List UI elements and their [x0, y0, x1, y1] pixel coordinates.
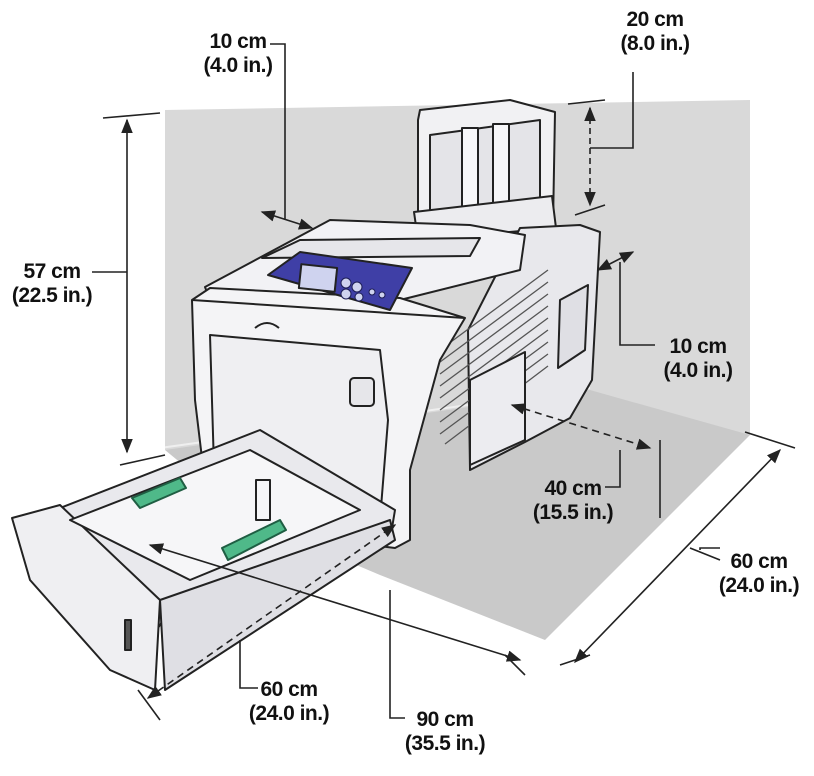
dimension-lines: [92, 43, 796, 721]
rear-depth-imperial: (15.5 in.): [532, 501, 614, 524]
front-width-metric: 60 cm: [260, 678, 318, 701]
front-width-imperial: (24.0 in.): [248, 702, 330, 725]
label-top-right-clearance: 20 cm (8.0 in.): [605, 8, 705, 56]
label-side-right-clearance: 10 cm (4.0 in.): [648, 335, 748, 383]
label-height: 57 cm (22.5 in.): [2, 260, 102, 308]
height-imperial: (22.5 in.): [11, 284, 93, 307]
rear-depth-metric: 40 cm: [544, 477, 602, 500]
front-depth-imperial: (35.5 in.): [404, 732, 486, 755]
label-front-width: 60 cm (24.0 in.): [236, 678, 342, 726]
label-rear-depth: 40 cm (15.5 in.): [518, 477, 628, 525]
top-left-metric: 10 cm: [209, 30, 267, 53]
display-screen: [297, 263, 339, 293]
floor-depth-imperial: (24.0 in.): [718, 574, 800, 597]
label-floor-depth: 60 cm (24.0 in.): [706, 550, 812, 598]
height-metric: 57 cm: [23, 260, 81, 283]
floor-depth-metric: 60 cm: [730, 550, 788, 573]
top-right-imperial: (8.0 in.): [620, 32, 690, 55]
front-depth-metric: 90 cm: [416, 708, 474, 731]
side-right-metric: 10 cm: [669, 335, 727, 358]
label-front-depth: 90 cm (35.5 in.): [392, 708, 498, 756]
side-right-imperial: (4.0 in.): [663, 359, 733, 382]
top-right-metric: 20 cm: [626, 8, 684, 31]
label-top-left-clearance: 10 cm (4.0 in.): [188, 30, 288, 78]
top-left-imperial: (4.0 in.): [203, 54, 273, 77]
